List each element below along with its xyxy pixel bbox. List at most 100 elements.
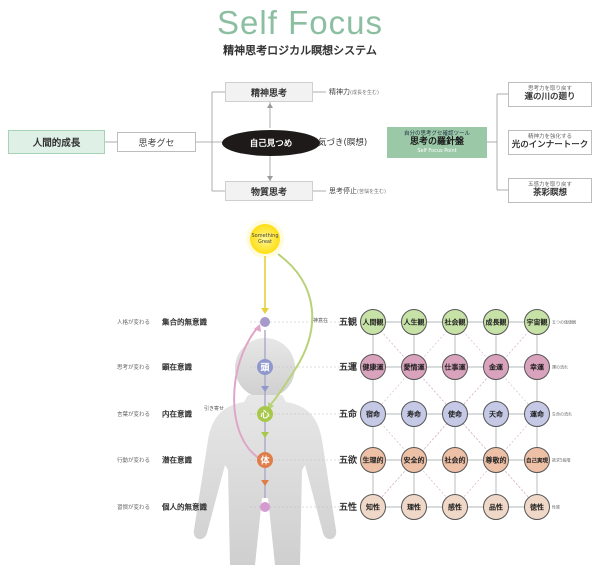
grid-node-circle xyxy=(483,494,509,520)
level-dot-1 xyxy=(260,317,270,327)
grid-node-r5-c5: 徳性 xyxy=(524,494,550,520)
busshitsu-shiko-label: 物質思考 xyxy=(250,187,287,198)
chakra-body: 体 xyxy=(257,452,273,468)
compass-tool-en: Self Focus Point xyxy=(417,148,457,155)
grid-node-circle xyxy=(442,494,468,520)
grid-node-r3-c5: 運命 xyxy=(524,401,550,427)
grid-node-label: 成長観 xyxy=(486,318,507,327)
grid-node-r3-c3: 使命 xyxy=(442,401,468,427)
svg-text:潜在意識: 潜在意識 xyxy=(162,455,192,465)
grid-node-r1-c2: 人生観 xyxy=(401,309,427,335)
grid-node-label: 知性 xyxy=(365,503,380,512)
grid-node-label: 宇宙観 xyxy=(527,318,548,327)
grid-node-label: 社会的 xyxy=(444,456,466,465)
grid-node-circle xyxy=(442,447,468,473)
compass-tool-small: 自分の思考グセ確認ツール xyxy=(403,130,470,137)
grid-node-r5-c3: 感性 xyxy=(442,494,468,520)
hikiyose-curve xyxy=(233,326,263,461)
grid-node-label: 幸運 xyxy=(530,363,545,372)
grid-node-circle xyxy=(483,309,509,335)
grid-node-r1-c5: 宇宙観 xyxy=(524,309,550,335)
grid-node-r1-c4: 成長観 xyxy=(483,309,509,335)
svg-text:顕在意識: 顕在意識 xyxy=(162,362,192,372)
grid-node-r4-c4: 尊敬的 xyxy=(483,447,509,473)
grid-node-r1-c1: 人間観 xyxy=(360,309,386,335)
svg-text:五つの価値観: 五つの価値観 xyxy=(552,319,576,325)
grid-node-label: 尊敬的 xyxy=(486,456,507,465)
chakra-heart: 心 xyxy=(257,406,273,422)
grid-node-label: 感性 xyxy=(448,503,462,512)
jinkaku-seicho-label: 人間的成長 xyxy=(32,138,81,149)
right-box-1-main: 運の川の廻り xyxy=(524,92,576,103)
seishin-shiko-box: 精神思考 xyxy=(225,82,313,102)
grid-node-r2-c5: 幸運 xyxy=(524,354,550,380)
right-box-1-small: 思考力を取り戻す xyxy=(527,85,572,92)
right-box-2-small: 精神力を強化する xyxy=(527,133,572,140)
svg-text:生命の流れ: 生命の流れ xyxy=(552,411,572,417)
grid-node-r4-c5: 自己実現 xyxy=(524,447,550,473)
grid-node-label: 自己実現 xyxy=(526,457,549,465)
grid-node-label: 生理的 xyxy=(363,456,384,465)
grid-node-r1-c3: 社会観 xyxy=(442,309,468,335)
grid-node-r5-c2: 理性 xyxy=(401,494,427,520)
shiko-teishi-note: 思考停止(苦悩を生む) xyxy=(329,187,386,195)
level-labels: 人格が変わる 思考が変わる 言葉が変わる 行動が変わる 習慣が変わる xyxy=(117,318,150,511)
right-box-2-main: 光のインナートーク xyxy=(511,140,589,151)
compass-tool-box: 自分の思考グセ確認ツール 思考の羅針盤 Self Focus Point xyxy=(387,127,487,158)
sun-text-1: Something xyxy=(251,233,278,239)
grid-node-label: 天命 xyxy=(489,410,504,419)
svg-text:人格が変わる: 人格が変わる xyxy=(117,318,150,326)
seishinryoku-note: 精神力(成長を生む) xyxy=(329,88,379,96)
svg-text:体: 体 xyxy=(260,455,270,467)
grid-node-circle xyxy=(483,401,509,427)
grid-node-circle xyxy=(524,447,550,473)
hikiyose-label: 引き寄せ xyxy=(204,405,224,412)
grid-node-label: 品性 xyxy=(489,503,503,512)
svg-text:欲求5段階: 欲求5段階 xyxy=(552,457,571,463)
grid-node-r2-c4: 金運 xyxy=(483,354,509,380)
grid-node-label: 人生観 xyxy=(404,318,425,327)
svg-text:行動が変わる: 行動が変わる xyxy=(117,456,150,464)
grid-node-label: 使命 xyxy=(447,410,463,419)
right-box-1: 思考力を取り戻す 運の川の廻り xyxy=(508,82,592,107)
seishin-shiko-label: 精神思考 xyxy=(250,88,287,99)
grid-node-label: 安全的 xyxy=(404,456,425,465)
right-box-2: 精神力を強化する 光のインナートーク xyxy=(508,130,592,155)
grid-node-r2-c2: 愛情運 xyxy=(401,354,427,380)
page-title: Self Focus xyxy=(217,4,383,41)
grid-node-circle xyxy=(360,494,386,520)
grid-node-circle xyxy=(483,354,509,380)
shinkai-curve xyxy=(269,253,314,406)
svg-text:思考が変わる: 思考が変わる xyxy=(117,363,150,371)
self-look-ellipse: 自己見つめ xyxy=(222,130,320,156)
grid-node-circle xyxy=(524,354,550,380)
grid-nodes: 人間観人生観社会観成長観宇宙観健康運愛情運仕事運金運幸運宿命寿命使命天命運命生理… xyxy=(360,309,550,520)
grid-node-label: 徳性 xyxy=(529,503,544,512)
grid-node-r4-c2: 安全的 xyxy=(401,447,427,473)
grid-node-label: 理性 xyxy=(407,503,421,512)
svg-text:性質: 性質 xyxy=(552,504,560,510)
shinkai-label: 神意在 xyxy=(313,317,328,324)
group-labels: 五観 五運 五命 五欲 五性 xyxy=(339,316,358,513)
grid-node-label: 人間観 xyxy=(363,318,384,327)
grid-node-circle xyxy=(442,401,468,427)
grid-node-circle xyxy=(360,447,386,473)
right-box-3-small: 五感力を取り戻す xyxy=(527,181,572,188)
grid-node-label: 金運 xyxy=(488,363,504,372)
level-names: 集合的無意識 顕在意識 内在意識 潜在意識 個人的無意識 xyxy=(161,317,207,512)
svg-text:内在意識: 内在意識 xyxy=(162,409,192,419)
grid-node-circle xyxy=(483,447,509,473)
svg-text:集合的無意識: 集合的無意識 xyxy=(161,317,207,327)
grid-node-circle xyxy=(442,309,468,335)
right-box-3-main: 茶彩瞑想 xyxy=(532,188,567,199)
svg-text:習慣が変わる: 習慣が変わる xyxy=(117,503,150,511)
kizuki-label: 気づき(瞑想) xyxy=(318,138,368,148)
svg-text:五欲: 五欲 xyxy=(339,454,357,466)
grid-node-circle xyxy=(401,401,427,427)
grid-node-label: 仕事運 xyxy=(444,363,467,372)
grid-node-label: 宿命 xyxy=(366,410,381,419)
shiko-guse-box: 思考グセ xyxy=(117,132,196,152)
grid-node-r3-c2: 寿命 xyxy=(401,401,427,427)
